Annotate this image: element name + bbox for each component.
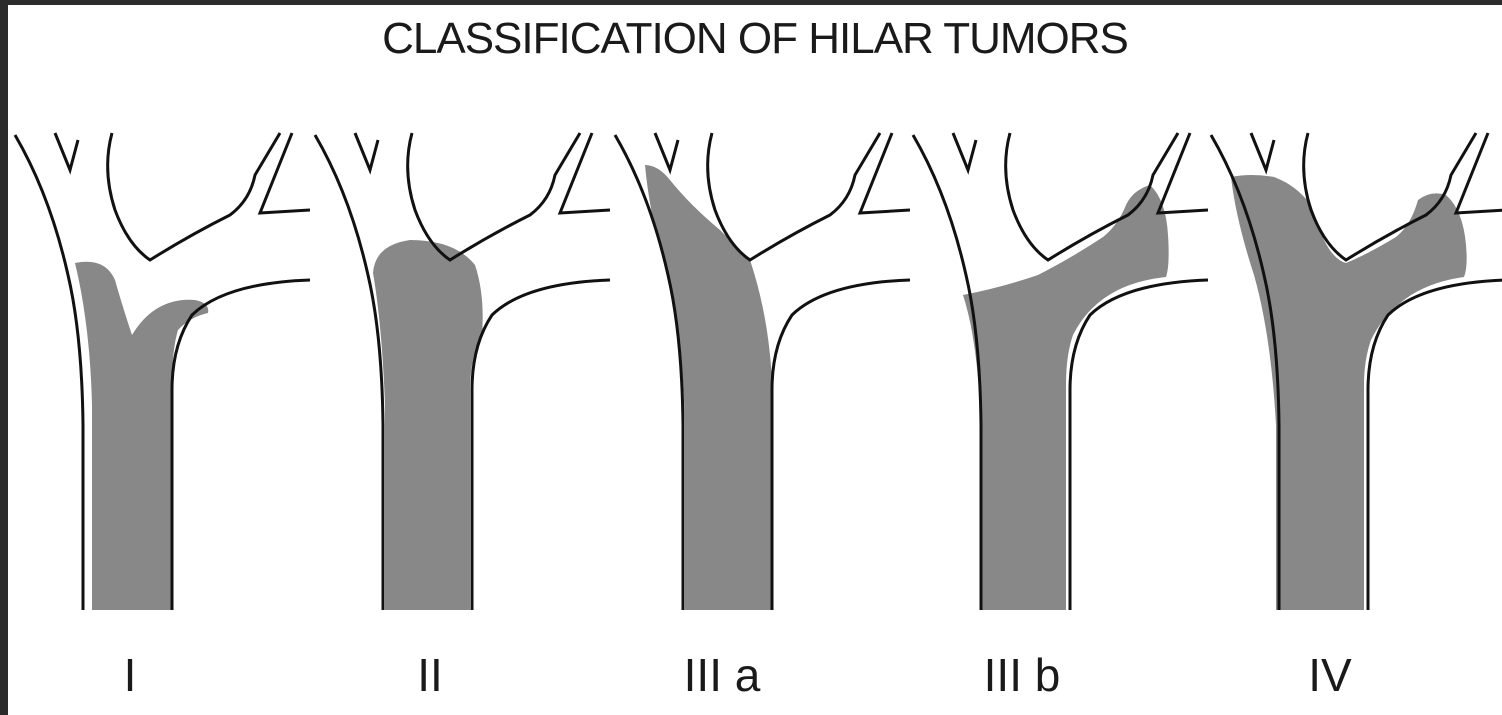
- panel-type-1: [15, 133, 310, 610]
- panel-type-4: [1211, 133, 1502, 610]
- tumor-region-type-1: [75, 262, 208, 610]
- tumor-region-type-2: [373, 240, 483, 610]
- diagram-canvas: CLASSIFICATION OF HILAR TUMORS: [8, 5, 1502, 715]
- tumor-region-type-3a: [645, 165, 772, 610]
- panel-type-2: [315, 133, 610, 610]
- label-type-1: I: [50, 645, 210, 705]
- label-type-3a: III a: [642, 645, 802, 705]
- label-type-2: II: [350, 645, 510, 705]
- panel-type-3b: [913, 133, 1208, 610]
- label-type-4: IV: [1250, 645, 1410, 705]
- tumor-region-type-4: [1231, 175, 1467, 610]
- hilar-tumor-diagram: [8, 5, 1502, 715]
- label-type-3b: III b: [942, 645, 1102, 705]
- panel-type-3a: [615, 133, 910, 610]
